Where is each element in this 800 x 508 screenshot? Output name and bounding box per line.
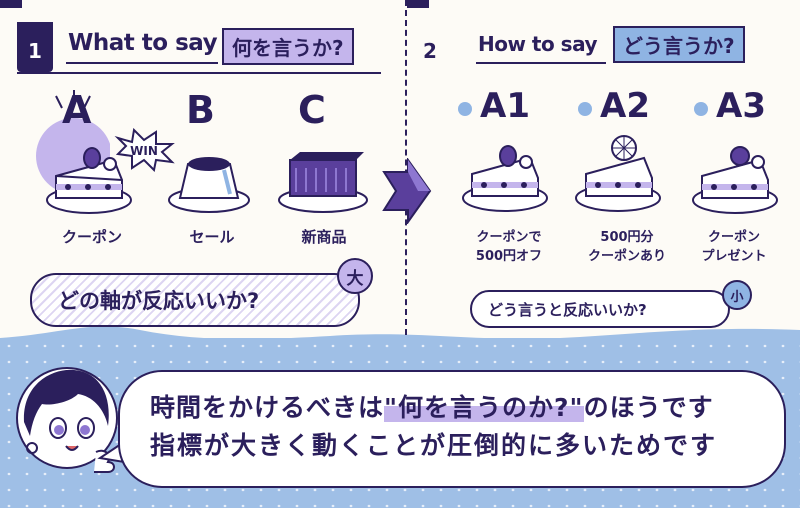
wording-question-text: どう言うと反応いいか? <box>488 300 647 319</box>
message-line-2: 指標が大きく動くことが圧倒的に多いためです <box>150 431 718 460</box>
title-underline <box>476 62 606 64</box>
option-a1-letter: A1 <box>480 86 530 126</box>
option-a-caption: クーポン <box>61 228 122 246</box>
option-dot <box>458 102 472 116</box>
arrow-icon <box>382 158 432 224</box>
option-a2-letter: A2 <box>600 86 650 126</box>
avatar <box>16 367 118 473</box>
corner-tab <box>407 0 429 8</box>
option-a1-caption: クーポンで 500円オフ <box>475 230 543 264</box>
message-text: 時間をかけるべきは <box>150 393 385 422</box>
option-a-letter: A <box>62 88 92 132</box>
large-impact-badge: 大 <box>337 258 373 294</box>
title-underline <box>66 62 218 64</box>
option-b-caption: セール <box>189 228 235 246</box>
speech-bubble <box>118 370 786 488</box>
option-c-caption: 新商品 <box>301 228 347 246</box>
option-a3-letter: A3 <box>716 86 766 126</box>
option-a3-caption: クーポン プレゼント <box>701 230 767 264</box>
how-to-say-subtitle: どう言うか? <box>613 26 745 63</box>
win-burst: WIN <box>114 128 175 172</box>
option-a2-caption: 500円分 クーポンあり <box>587 230 666 264</box>
step-number-2: 2 <box>423 39 437 63</box>
axis-question: どの軸が反応いいか? <box>30 273 360 327</box>
corner-tab <box>0 0 22 8</box>
message-text: のほうです <box>583 393 714 422</box>
option-dot <box>694 102 708 116</box>
step-number-1: 1 <box>17 22 53 72</box>
message-line-1: 時間をかけるべきは"何を言うのか?"のほうです <box>150 388 714 424</box>
cake-orange-icon <box>575 135 661 212</box>
cake-blueberry-icon <box>692 146 778 214</box>
what-to-say-title: What to say <box>68 30 218 56</box>
how-to-say-title: How to say <box>478 32 598 56</box>
message-highlight: "何を言うのか?" <box>384 393 584 422</box>
option-dot <box>578 102 592 116</box>
win-label: WIN <box>130 144 158 158</box>
option-c-letter: C <box>298 88 326 132</box>
wording-question: どう言うと反応いいか? <box>470 290 730 328</box>
cake-icon <box>46 147 132 214</box>
axis-question-text: どの軸が反応いいか? <box>58 289 260 313</box>
small-impact-badge: 小 <box>722 280 752 310</box>
chocolate-cake-icon <box>278 152 368 213</box>
option-b-letter: B <box>186 88 215 132</box>
header-rule <box>17 72 381 74</box>
what-to-say-subtitle: 何を言うか? <box>222 28 354 65</box>
pudding-icon <box>168 157 250 213</box>
cake-berry-icon <box>462 145 548 212</box>
panel-divider <box>405 0 407 335</box>
